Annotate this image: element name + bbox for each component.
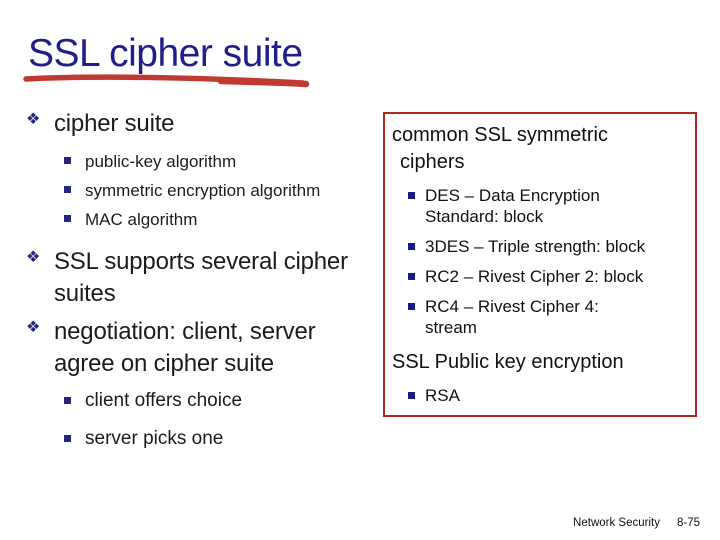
- box-section-heading: common SSL symmetric ciphers: [392, 124, 608, 173]
- box-list-item: DES – Data Encryption Standard: block: [391, 185, 690, 227]
- box-list-item: RSA: [391, 385, 690, 406]
- page-title: SSL cipher suite: [28, 32, 303, 75]
- sub-item-label: server picks one: [85, 428, 224, 449]
- square-bullet-icon: [64, 215, 71, 222]
- list-item-label: negotiation: client, server agree on cip…: [54, 318, 316, 377]
- square-bullet-icon: [408, 392, 415, 399]
- square-bullet-icon: [408, 273, 415, 280]
- box-list-item: RC4 – Rivest Cipher 4: stream: [391, 296, 690, 338]
- sub-list-item: server picks one: [64, 427, 384, 451]
- square-bullet-icon: [64, 435, 71, 442]
- sub-bullet-list: client offers choice server picks one: [64, 389, 384, 451]
- square-bullet-icon: [64, 186, 71, 193]
- footer-page-number: 8-75: [676, 517, 700, 529]
- square-bullet-icon: [408, 243, 415, 250]
- box-item-label: RSA: [425, 386, 460, 405]
- box-item-label: 3DES – Triple strength: block: [425, 237, 646, 256]
- footer-course-label: Network Security: [573, 517, 660, 529]
- list-item: ❖ SSL supports several cipher suites: [26, 246, 384, 310]
- diamond-bullet-icon: ❖: [26, 249, 41, 266]
- list-item-label: cipher suite: [54, 110, 175, 137]
- sub-list-item: public-key algorithm: [64, 147, 384, 176]
- sub-list-item: client offers choice: [64, 389, 384, 413]
- sub-item-label: public-key algorithm: [85, 152, 237, 171]
- box-list-item: 3DES – Triple strength: block: [391, 236, 690, 257]
- box-item-label: RC4 – Rivest Cipher 4: stream: [425, 297, 599, 337]
- cipher-info-box: common SSL symmetric ciphers DES – Data …: [383, 112, 697, 417]
- box-section-heading: SSL Public key encryption: [392, 351, 624, 373]
- list-item-label: SSL supports several cipher suites: [54, 248, 348, 307]
- square-bullet-icon: [64, 157, 71, 164]
- sub-list-item: symmetric encryption algorithm: [64, 176, 384, 205]
- sub-bullet-list: public-key algorithm symmetric encryptio…: [64, 147, 384, 234]
- list-item: ❖ cipher suite: [26, 108, 384, 140]
- box-item-label: DES – Data Encryption Standard: block: [425, 186, 600, 226]
- square-bullet-icon: [64, 397, 71, 404]
- list-item: ❖ negotiation: client, server agree on c…: [26, 316, 384, 380]
- square-bullet-icon: [408, 303, 415, 310]
- diamond-bullet-icon: ❖: [26, 319, 41, 336]
- footer: Network Security 8-75: [573, 517, 700, 529]
- sub-item-label: client offers choice: [85, 390, 243, 411]
- sub-item-label: MAC algorithm: [85, 210, 198, 229]
- square-bullet-icon: [408, 192, 415, 199]
- title-underline-stroke: [23, 74, 310, 88]
- sub-item-label: symmetric encryption algorithm: [85, 181, 321, 200]
- diamond-bullet-icon: ❖: [26, 111, 41, 128]
- box-item-label: RC2 – Rivest Cipher 2: block: [425, 267, 644, 286]
- main-bullet-list: ❖ cipher suite public-key algorithm symm…: [26, 108, 384, 465]
- sub-list-item: MAC algorithm: [64, 205, 384, 234]
- box-list-item: RC2 – Rivest Cipher 2: block: [391, 266, 690, 287]
